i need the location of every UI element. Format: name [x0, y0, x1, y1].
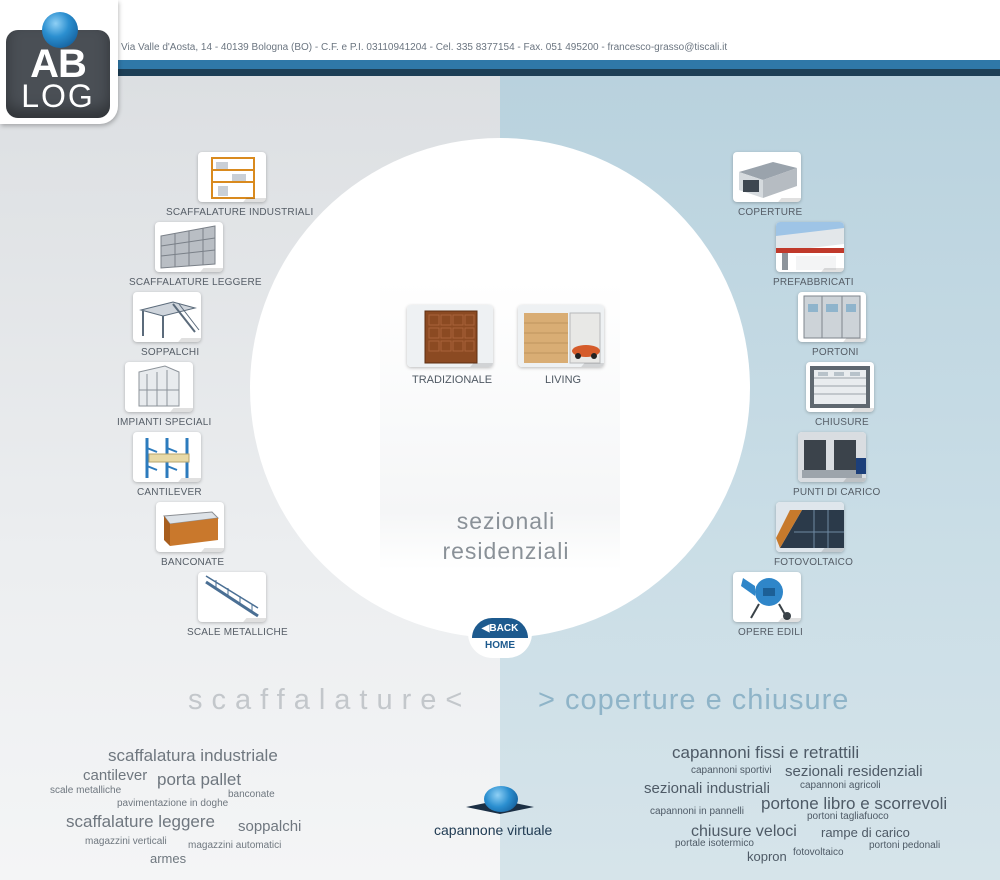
tag-link[interactable]: soppalchi	[238, 818, 302, 835]
menu-label: SCAFFALATURE INDUSTRIALI	[166, 207, 314, 218]
tag-link[interactable]: portoni pedonali	[869, 840, 941, 851]
option-label: LIVING	[545, 374, 582, 386]
menu-label: PORTONI	[812, 347, 859, 358]
tag-link[interactable]: magazzini verticali	[85, 836, 167, 847]
tag-link[interactable]: portone libro e scorrevoli	[761, 794, 948, 813]
section-title-coperture[interactable]: > coperture e chiusure	[538, 684, 850, 716]
shelving-icon	[198, 152, 266, 202]
menu-label: IMPIANTI SPECIALI	[117, 417, 212, 428]
doors-icon	[798, 292, 866, 342]
menu-label: PUNTI DI CARICO	[793, 487, 881, 498]
light-shelving-icon	[155, 222, 223, 272]
tag-link[interactable]: scaffalature leggere	[66, 812, 216, 831]
menu-label: PREFABBRICATI	[773, 277, 854, 288]
roofing-icon	[733, 152, 801, 202]
tag-link[interactable]: capannoni in pannelli	[650, 806, 744, 817]
menu-label: COPERTURE	[738, 207, 803, 218]
virtual-sphere-icon	[484, 786, 518, 812]
cement-mixer-icon	[733, 572, 801, 622]
tag-link[interactable]: sezionali industriali	[644, 780, 770, 797]
tag-link[interactable]: fotovoltaico	[793, 847, 844, 858]
living-door-icon	[518, 305, 604, 367]
tag-link[interactable]: scaffalatura industriale	[108, 746, 278, 765]
metal-stairs-icon	[198, 572, 266, 622]
loading-dock-icon	[798, 432, 866, 482]
tag-link[interactable]: porta pallet	[157, 770, 242, 789]
section-heading-line1: sezionali	[456, 508, 556, 534]
tag-link[interactable]: banconate	[228, 789, 275, 800]
logo-sphere-icon	[42, 12, 78, 48]
capannone-virtuale-label: capannone virtuale	[434, 822, 553, 838]
menu-label: SCAFFALATURE LEGGERE	[129, 277, 262, 288]
tag-link[interactable]: capannoni agricoli	[800, 780, 881, 791]
section-title-scaffalature[interactable]: scaffalature<	[188, 684, 472, 716]
logo-text-bottom: LOG	[21, 78, 95, 114]
prefab-building-icon	[776, 222, 844, 272]
tag-link[interactable]: portale isotermico	[675, 838, 754, 849]
tag-link[interactable]: scale metalliche	[50, 785, 122, 796]
logo-text-top: AB	[30, 42, 87, 86]
header-bar-dark	[116, 69, 1000, 76]
traditional-door-icon	[407, 305, 493, 367]
option-label: TRADIZIONALE	[412, 374, 493, 386]
special-systems-icon	[125, 362, 193, 412]
counter-icon	[156, 502, 224, 552]
closures-icon	[806, 362, 874, 412]
cantilever-icon	[133, 432, 201, 482]
menu-label: OPERE EDILI	[738, 627, 803, 638]
back-label: ◀BACK	[472, 618, 528, 638]
tag-link[interactable]: capannoni fissi e retrattili	[672, 743, 860, 762]
menu-label: CHIUSURE	[815, 417, 869, 428]
back-text: BACK	[489, 623, 519, 634]
section-heading-line2: residenziali	[442, 538, 570, 564]
tag-link[interactable]: cantilever	[83, 767, 148, 784]
menu-label: SCALE METALLICHE	[187, 627, 288, 638]
tag-link[interactable]: magazzini automatici	[188, 840, 282, 851]
tag-link[interactable]: chiusure veloci	[691, 823, 797, 840]
header: Via Valle d'Aosta, 14 - 40139 Bologna (B…	[0, 0, 1000, 76]
header-bar-blue	[116, 60, 1000, 69]
tag-link[interactable]: kopron	[747, 849, 787, 864]
menu-label: FOTOVOLTAICO	[774, 557, 854, 568]
mezzanine-icon	[133, 292, 201, 342]
menu-label: CANTILEVER	[137, 487, 202, 498]
menu-label: SOPPALCHI	[141, 347, 200, 358]
tag-link[interactable]: armes	[150, 851, 187, 866]
tag-link[interactable]: rampe di carico	[821, 825, 910, 840]
tag-link[interactable]: portoni tagliafuoco	[807, 811, 889, 822]
contact-address: Via Valle d'Aosta, 14 - 40139 Bologna (B…	[121, 42, 728, 53]
solar-panel-icon	[776, 502, 844, 552]
tag-link[interactable]: pavimentazione in doghe	[117, 798, 229, 809]
tag-link[interactable]: capannoni sportivi	[691, 765, 772, 776]
menu-label: BANCONATE	[161, 557, 225, 568]
tag-link[interactable]: sezionali residenziali	[785, 763, 923, 780]
home-label: HOME	[485, 640, 515, 651]
